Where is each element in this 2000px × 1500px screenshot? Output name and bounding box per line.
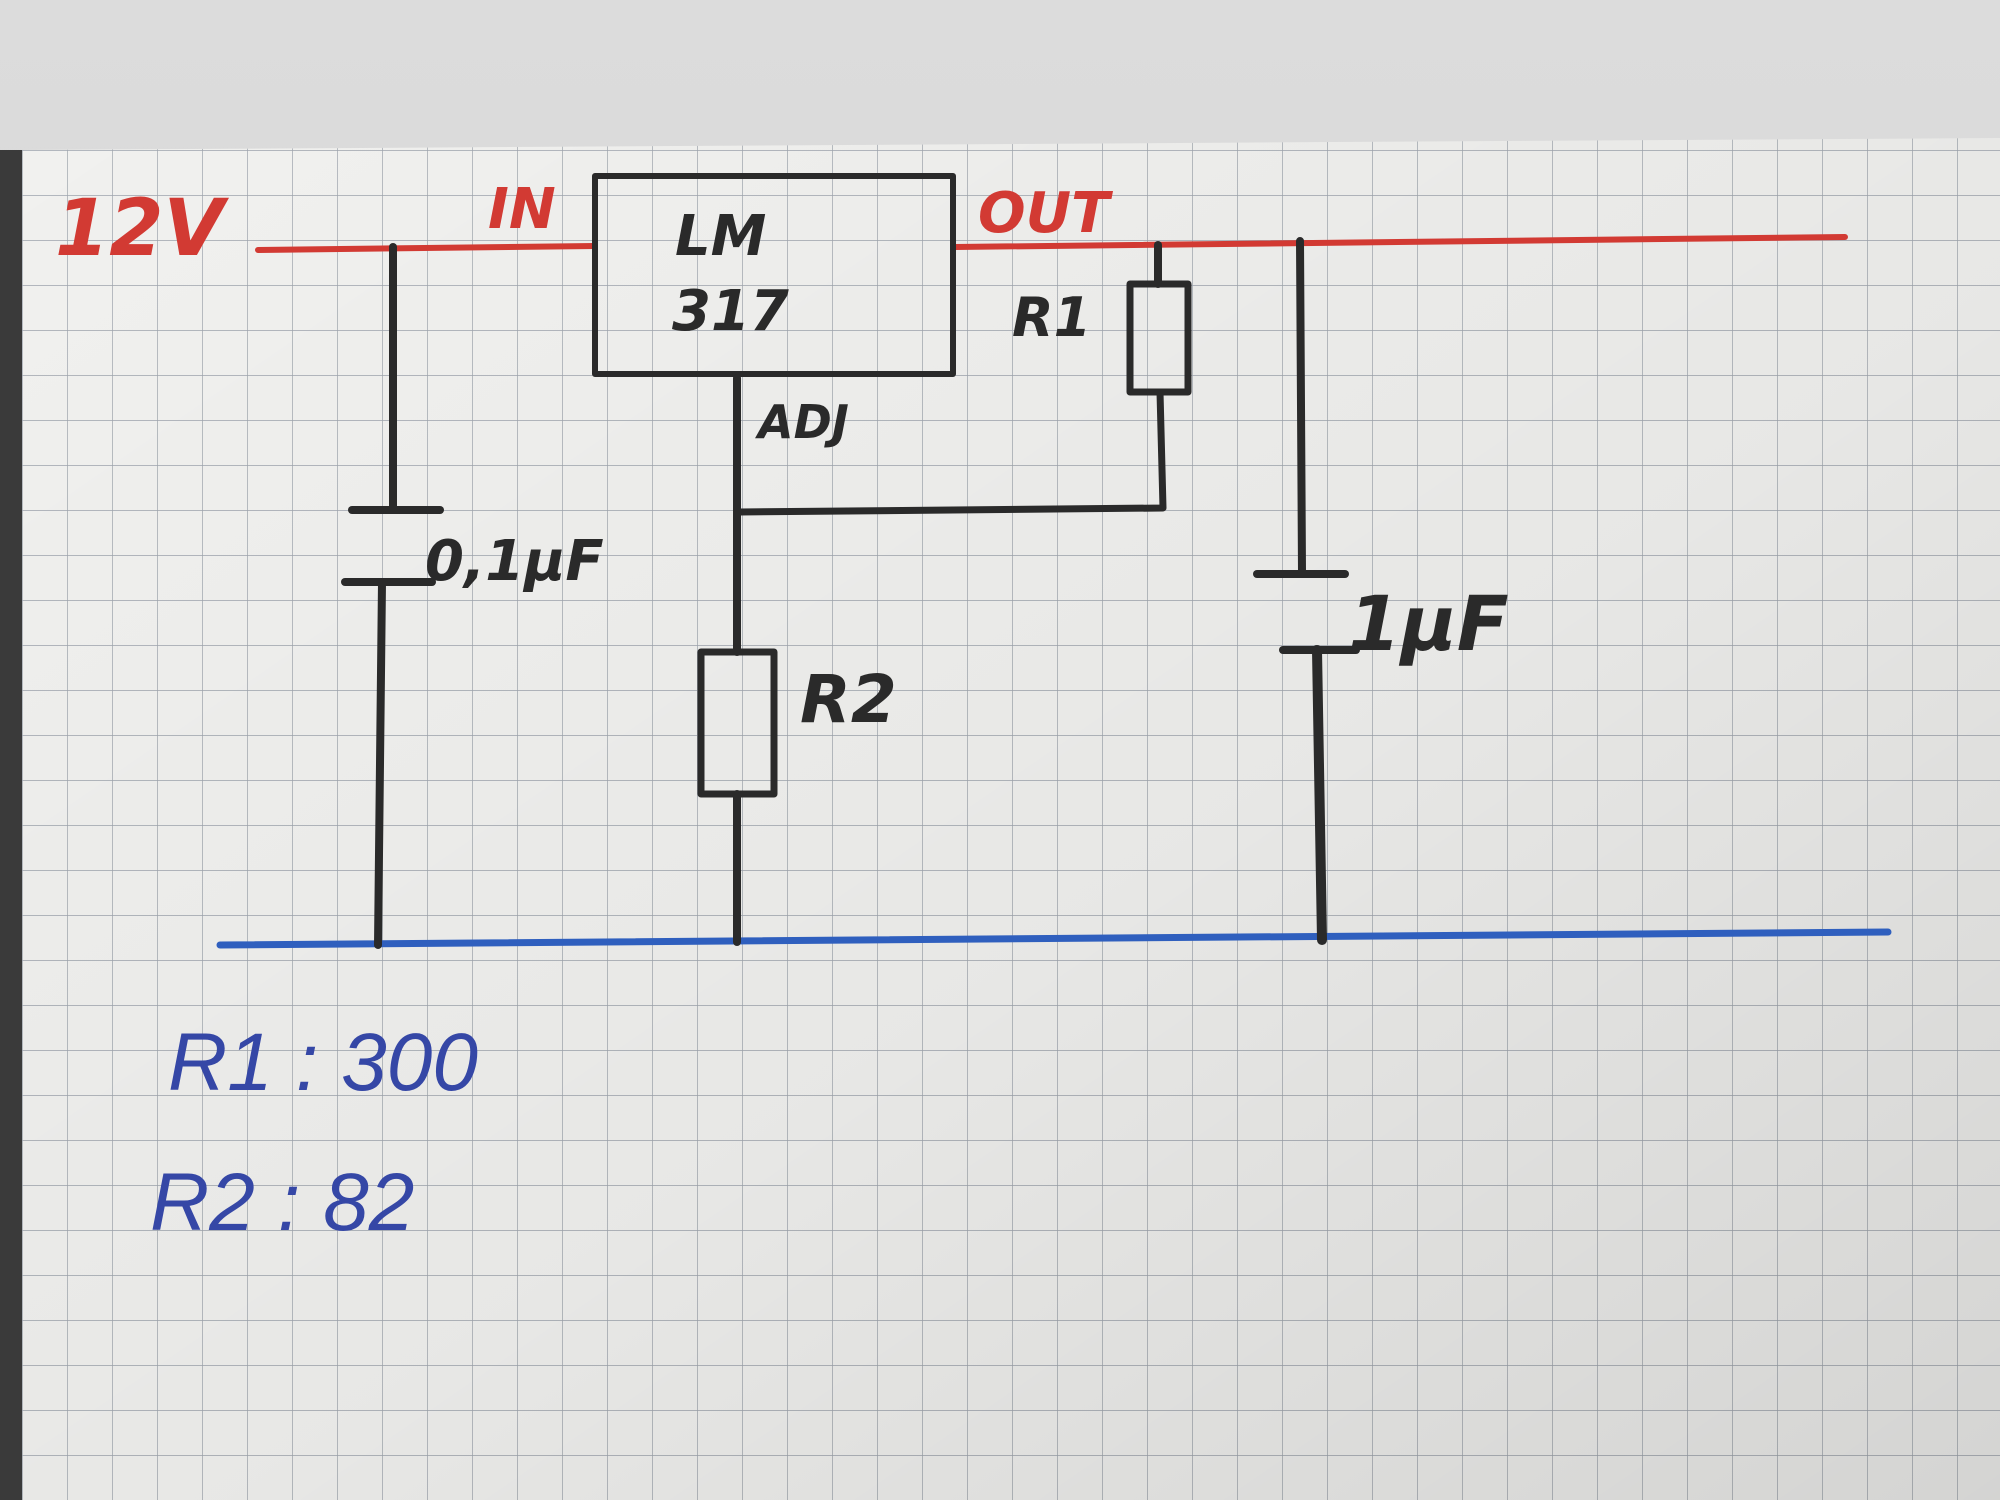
supply-voltage-label: 12V (55, 184, 230, 274)
graph-paper (22, 138, 2000, 1500)
output-pin-label: OUT (978, 181, 1113, 246)
output-supply-wire (952, 234, 1848, 250)
regulator-label-line1: LM (675, 204, 766, 269)
input-capacitor-label: 0,1µF (425, 529, 604, 594)
r1-value-note: R1 : 300 (168, 1017, 478, 1108)
ground-wire (216, 928, 1892, 949)
lm317-regulator (592, 173, 956, 377)
r1-label: R1 (1012, 286, 1091, 349)
r1-to-adj-wire (736, 388, 1167, 516)
r2-label: R2 (800, 661, 897, 738)
output-cap-bottom-lead (1312, 645, 1327, 945)
regulator-label-line2: 317 (672, 279, 789, 344)
r2-value-note: R2 : 82 (150, 1157, 414, 1248)
input-supply-wire (255, 243, 598, 253)
output-capacitor-label: 1µF (1348, 579, 1509, 668)
output-cap-top-lead (1296, 237, 1306, 576)
paper-shadow (22, 138, 2000, 1500)
adjust-pin-label: ADJ (755, 395, 849, 449)
input-cap-bottom-lead (374, 578, 386, 949)
input-pin-label: IN (488, 177, 556, 242)
